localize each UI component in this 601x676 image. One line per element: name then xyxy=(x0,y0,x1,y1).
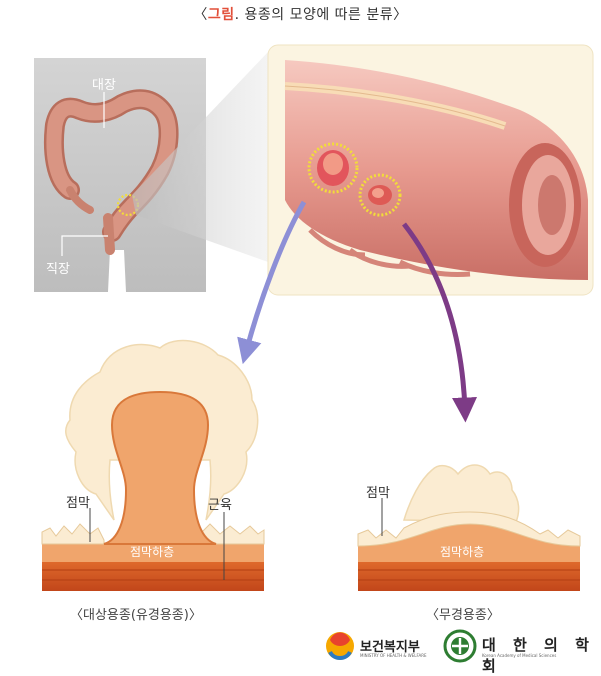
arrow-to-pedunculated xyxy=(237,200,307,365)
magnified-panel xyxy=(267,44,594,296)
academy-logo-en: Korean Academy of Medical Sciences xyxy=(482,653,557,658)
label-mucosa-left: 점막 xyxy=(66,496,90,511)
caption-pedunculated: 〈대상용종(유경용종)〉 xyxy=(70,608,202,623)
label-submucosa-left: 점막하층 xyxy=(130,545,175,559)
label-submucosa-right: 점막하층 xyxy=(440,545,485,559)
figure-title: 〈그림. 용종의 모양에 따른 분류〉 xyxy=(0,4,601,24)
rectum-pointer-line xyxy=(61,235,108,256)
title-open-bracket: 〈 xyxy=(193,7,208,23)
title-accent: 그림 xyxy=(207,7,235,23)
title-dot: . xyxy=(234,7,245,23)
academy-logo-text: 대 한 의 학 회 xyxy=(482,636,595,675)
ministry-logo-en: MINISTRY OF HEALTH & WELFARE xyxy=(360,653,427,658)
ministry-logo-text: 보건복지부 xyxy=(360,640,420,655)
arrow-to-sessile xyxy=(402,222,478,423)
ministry-logo-icon xyxy=(326,632,354,660)
label-mucosa-right: 점막 xyxy=(366,486,390,501)
pedunculated-cross-section xyxy=(41,339,265,591)
label-colon: 대장 xyxy=(92,78,116,93)
label-muscle: 근육 xyxy=(208,498,232,513)
label-rectum: 직장 xyxy=(46,262,70,277)
caption-sessile: 〈무경용종〉 xyxy=(426,608,500,623)
academy-logo-icon xyxy=(443,629,477,663)
title-text: 용종의 모양에 따른 분류 xyxy=(244,7,394,23)
title-close-bracket: 〉 xyxy=(393,7,408,23)
magnification-cone xyxy=(132,52,268,262)
sessile-cross-section xyxy=(357,464,581,591)
